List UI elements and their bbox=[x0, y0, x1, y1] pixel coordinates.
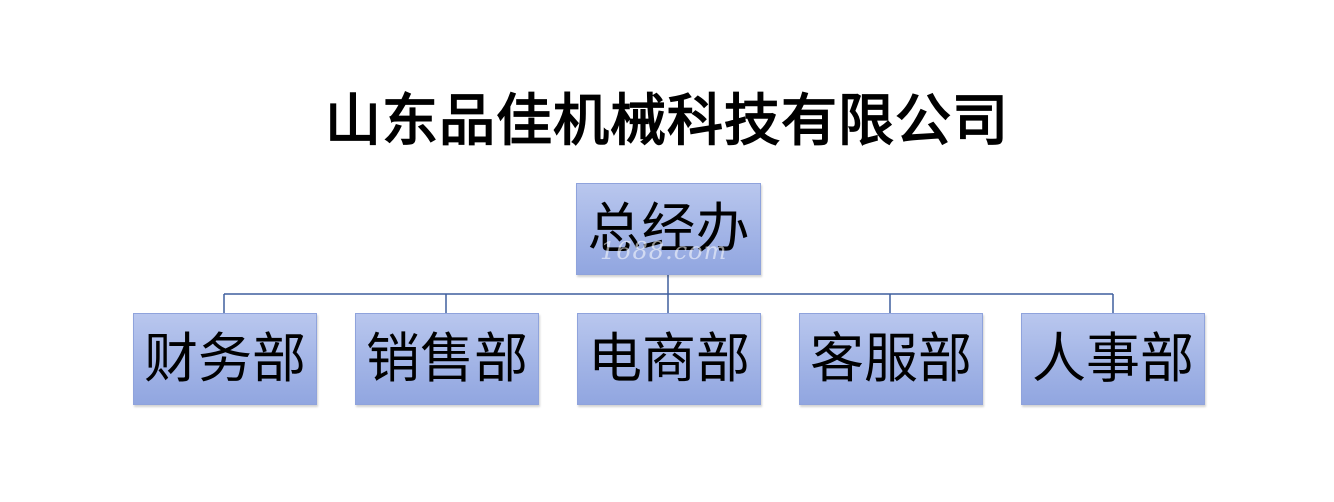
node-finance: 财务部 bbox=[133, 313, 317, 405]
node-customer-service: 客服部 bbox=[799, 313, 983, 405]
node-general-office: 总经办 bbox=[576, 183, 761, 275]
node-hr: 人事部 bbox=[1021, 313, 1205, 405]
node-ecommerce-label: 电商部 bbox=[588, 327, 750, 390]
node-ecommerce: 电商部 bbox=[577, 313, 761, 405]
node-sales-label: 销售部 bbox=[366, 327, 528, 390]
node-finance-label: 财务部 bbox=[144, 327, 306, 390]
node-customer-service-label: 客服部 bbox=[810, 327, 972, 390]
node-general-office-label: 总经办 bbox=[587, 197, 750, 260]
node-hr-label: 人事部 bbox=[1032, 327, 1194, 390]
page-title: 山东品佳机械科技有限公司 bbox=[325, 89, 1009, 154]
node-sales: 销售部 bbox=[355, 313, 539, 405]
